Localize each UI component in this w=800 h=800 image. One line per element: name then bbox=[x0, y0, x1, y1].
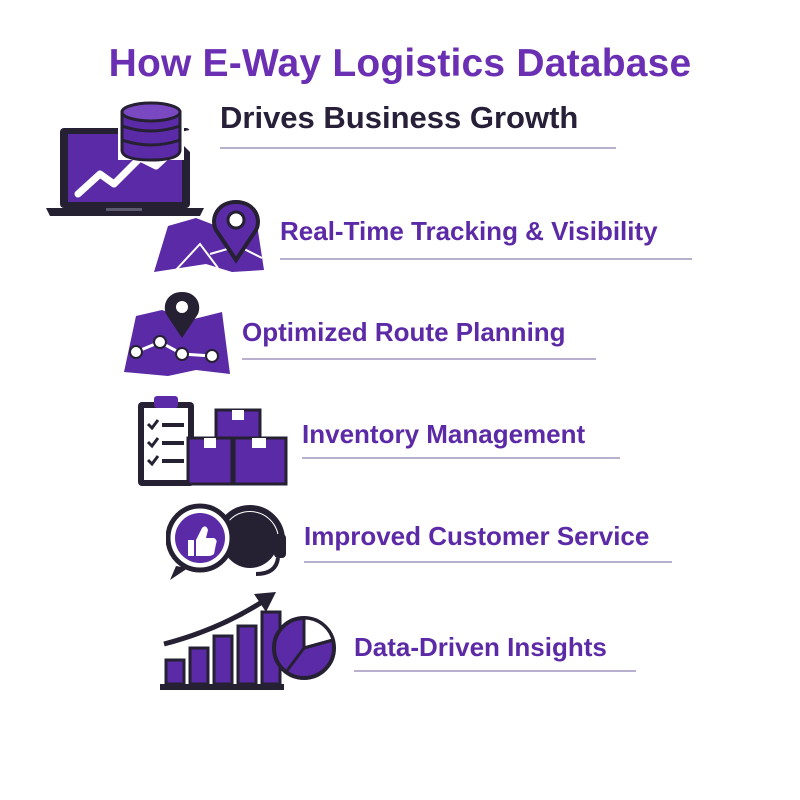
page-subtitle: Drives Business Growth bbox=[220, 100, 579, 135]
item-divider bbox=[280, 258, 692, 260]
item-label-tracking: Real-Time Tracking & Visibility bbox=[280, 216, 658, 246]
analytics-chart-icon bbox=[158, 590, 340, 692]
page-title: How E-Way Logistics Database bbox=[108, 42, 692, 85]
item-divider bbox=[354, 670, 636, 672]
map-pin-icon bbox=[152, 198, 266, 274]
item-divider bbox=[304, 561, 672, 563]
laptop-database-growth-icon bbox=[44, 100, 214, 218]
item-divider bbox=[242, 358, 596, 360]
item-label-customer-service: Improved Customer Service bbox=[304, 521, 650, 551]
item-label-inventory: Inventory Management bbox=[302, 419, 586, 449]
item-divider bbox=[302, 457, 620, 459]
item-label-insights: Data-Driven Insights bbox=[354, 632, 607, 662]
inventory-checklist-boxes-icon bbox=[136, 394, 292, 490]
subtitle-divider bbox=[220, 147, 616, 149]
route-map-icon bbox=[122, 290, 232, 380]
item-label-route: Optimized Route Planning bbox=[242, 317, 566, 347]
customer-support-headset-icon bbox=[165, 496, 292, 582]
